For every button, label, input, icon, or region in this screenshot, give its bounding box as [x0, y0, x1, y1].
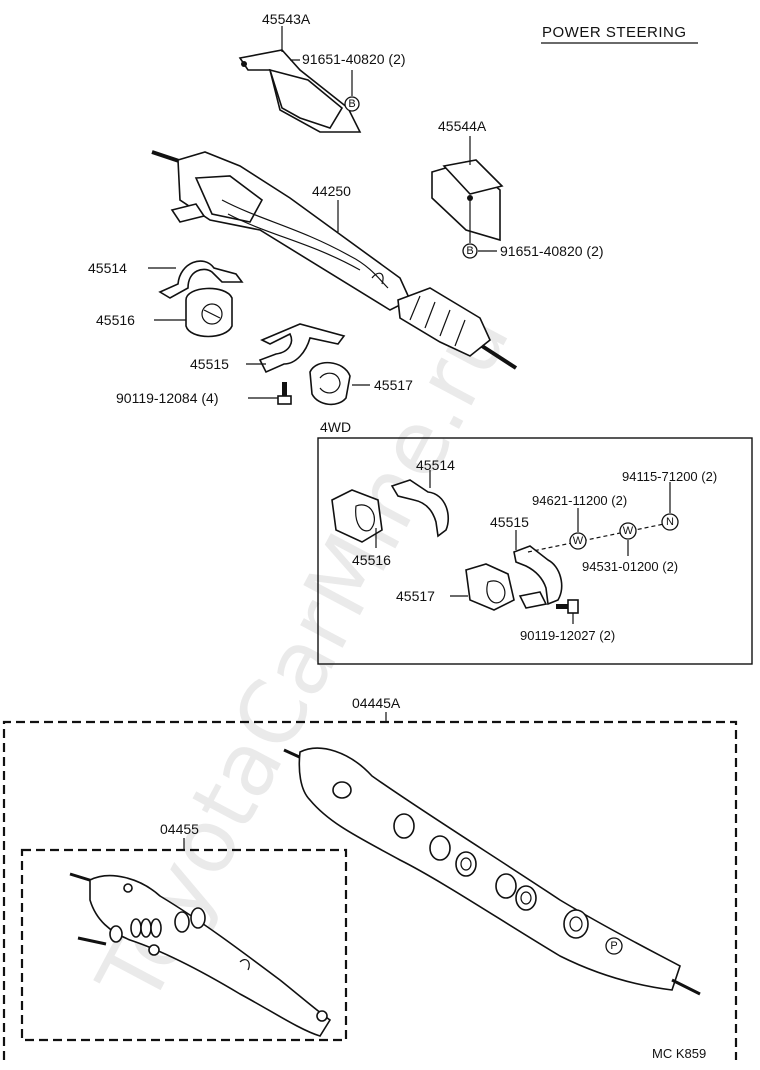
kit-04455-frame — [20, 848, 348, 1042]
bushing-45517-4wd[interactable] — [465, 563, 515, 611]
label-45515-4wd: 45515 — [490, 514, 529, 530]
label-45516-4wd: 45516 — [352, 552, 391, 568]
label-90119-12027: 90119-12027 (2) — [520, 628, 615, 643]
page-title: POWER STEERING — [542, 24, 687, 41]
diagram-code: MC K859 — [652, 1046, 706, 1061]
label-45514-4wd: 45514 — [416, 457, 455, 473]
bushing-45516[interactable] — [185, 287, 233, 338]
bushing-45517[interactable] — [309, 361, 351, 406]
svg-text:P: P — [610, 940, 617, 952]
bolt-symbol-b-top: B — [344, 96, 360, 112]
bolt-90119-12084[interactable] — [277, 382, 292, 405]
washer-symbol-w2: W — [619, 522, 637, 540]
label-94531-01200: 94531-01200 (2) — [582, 559, 678, 574]
clamp-45515-4wd[interactable] — [513, 545, 563, 609]
svg-text:B: B — [466, 245, 473, 257]
kit-04455-housing[interactable] — [69, 872, 332, 1037]
label-90119-12084: 90119-12084 (4) — [116, 390, 218, 406]
label-45514: 45514 — [88, 260, 127, 276]
label-45543A: 45543A — [262, 11, 311, 27]
label-45517: 45517 — [374, 377, 413, 393]
parts-symbol-p: P — [605, 937, 623, 955]
washer-symbol-w1: W — [569, 532, 587, 550]
label-91651-40820-top: 91651-40820 (2) — [302, 51, 406, 67]
bolt-symbol-b-right: B — [462, 243, 478, 259]
svg-text:W: W — [623, 525, 634, 537]
label-4wd: 4WD — [320, 419, 351, 435]
steering-gear-44250[interactable] — [151, 150, 518, 370]
nut-symbol-n: N — [661, 513, 679, 531]
label-45517-4wd: 45517 — [396, 588, 435, 604]
label-04445A: 04445A — [352, 695, 401, 711]
label-91651-40820-right: 91651-40820 (2) — [500, 243, 604, 259]
label-45544A: 45544A — [438, 118, 487, 134]
kit-04445A-housing[interactable] — [283, 747, 701, 996]
label-45515: 45515 — [190, 356, 229, 372]
label-94115-71200: 94115-71200 (2) — [622, 469, 717, 484]
bolt-90119-12027[interactable] — [556, 599, 579, 614]
group-4wd-box — [317, 437, 753, 665]
label-44250: 44250 — [312, 183, 351, 199]
bushing-45516-4wd[interactable] — [331, 489, 383, 543]
label-04455: 04455 — [160, 821, 199, 837]
kit-04445A-frame — [2, 720, 738, 1060]
clamp-45514[interactable] — [158, 260, 244, 299]
svg-text:N: N — [666, 516, 674, 528]
svg-text:W: W — [573, 535, 584, 547]
bracket-45544A[interactable] — [431, 159, 504, 242]
clamp-45515[interactable] — [258, 323, 346, 374]
label-94621-11200: 94621-11200 (2) — [532, 493, 627, 508]
label-45516: 45516 — [96, 312, 135, 328]
clamp-45514-4wd[interactable] — [390, 479, 450, 538]
svg-text:B: B — [348, 98, 355, 110]
